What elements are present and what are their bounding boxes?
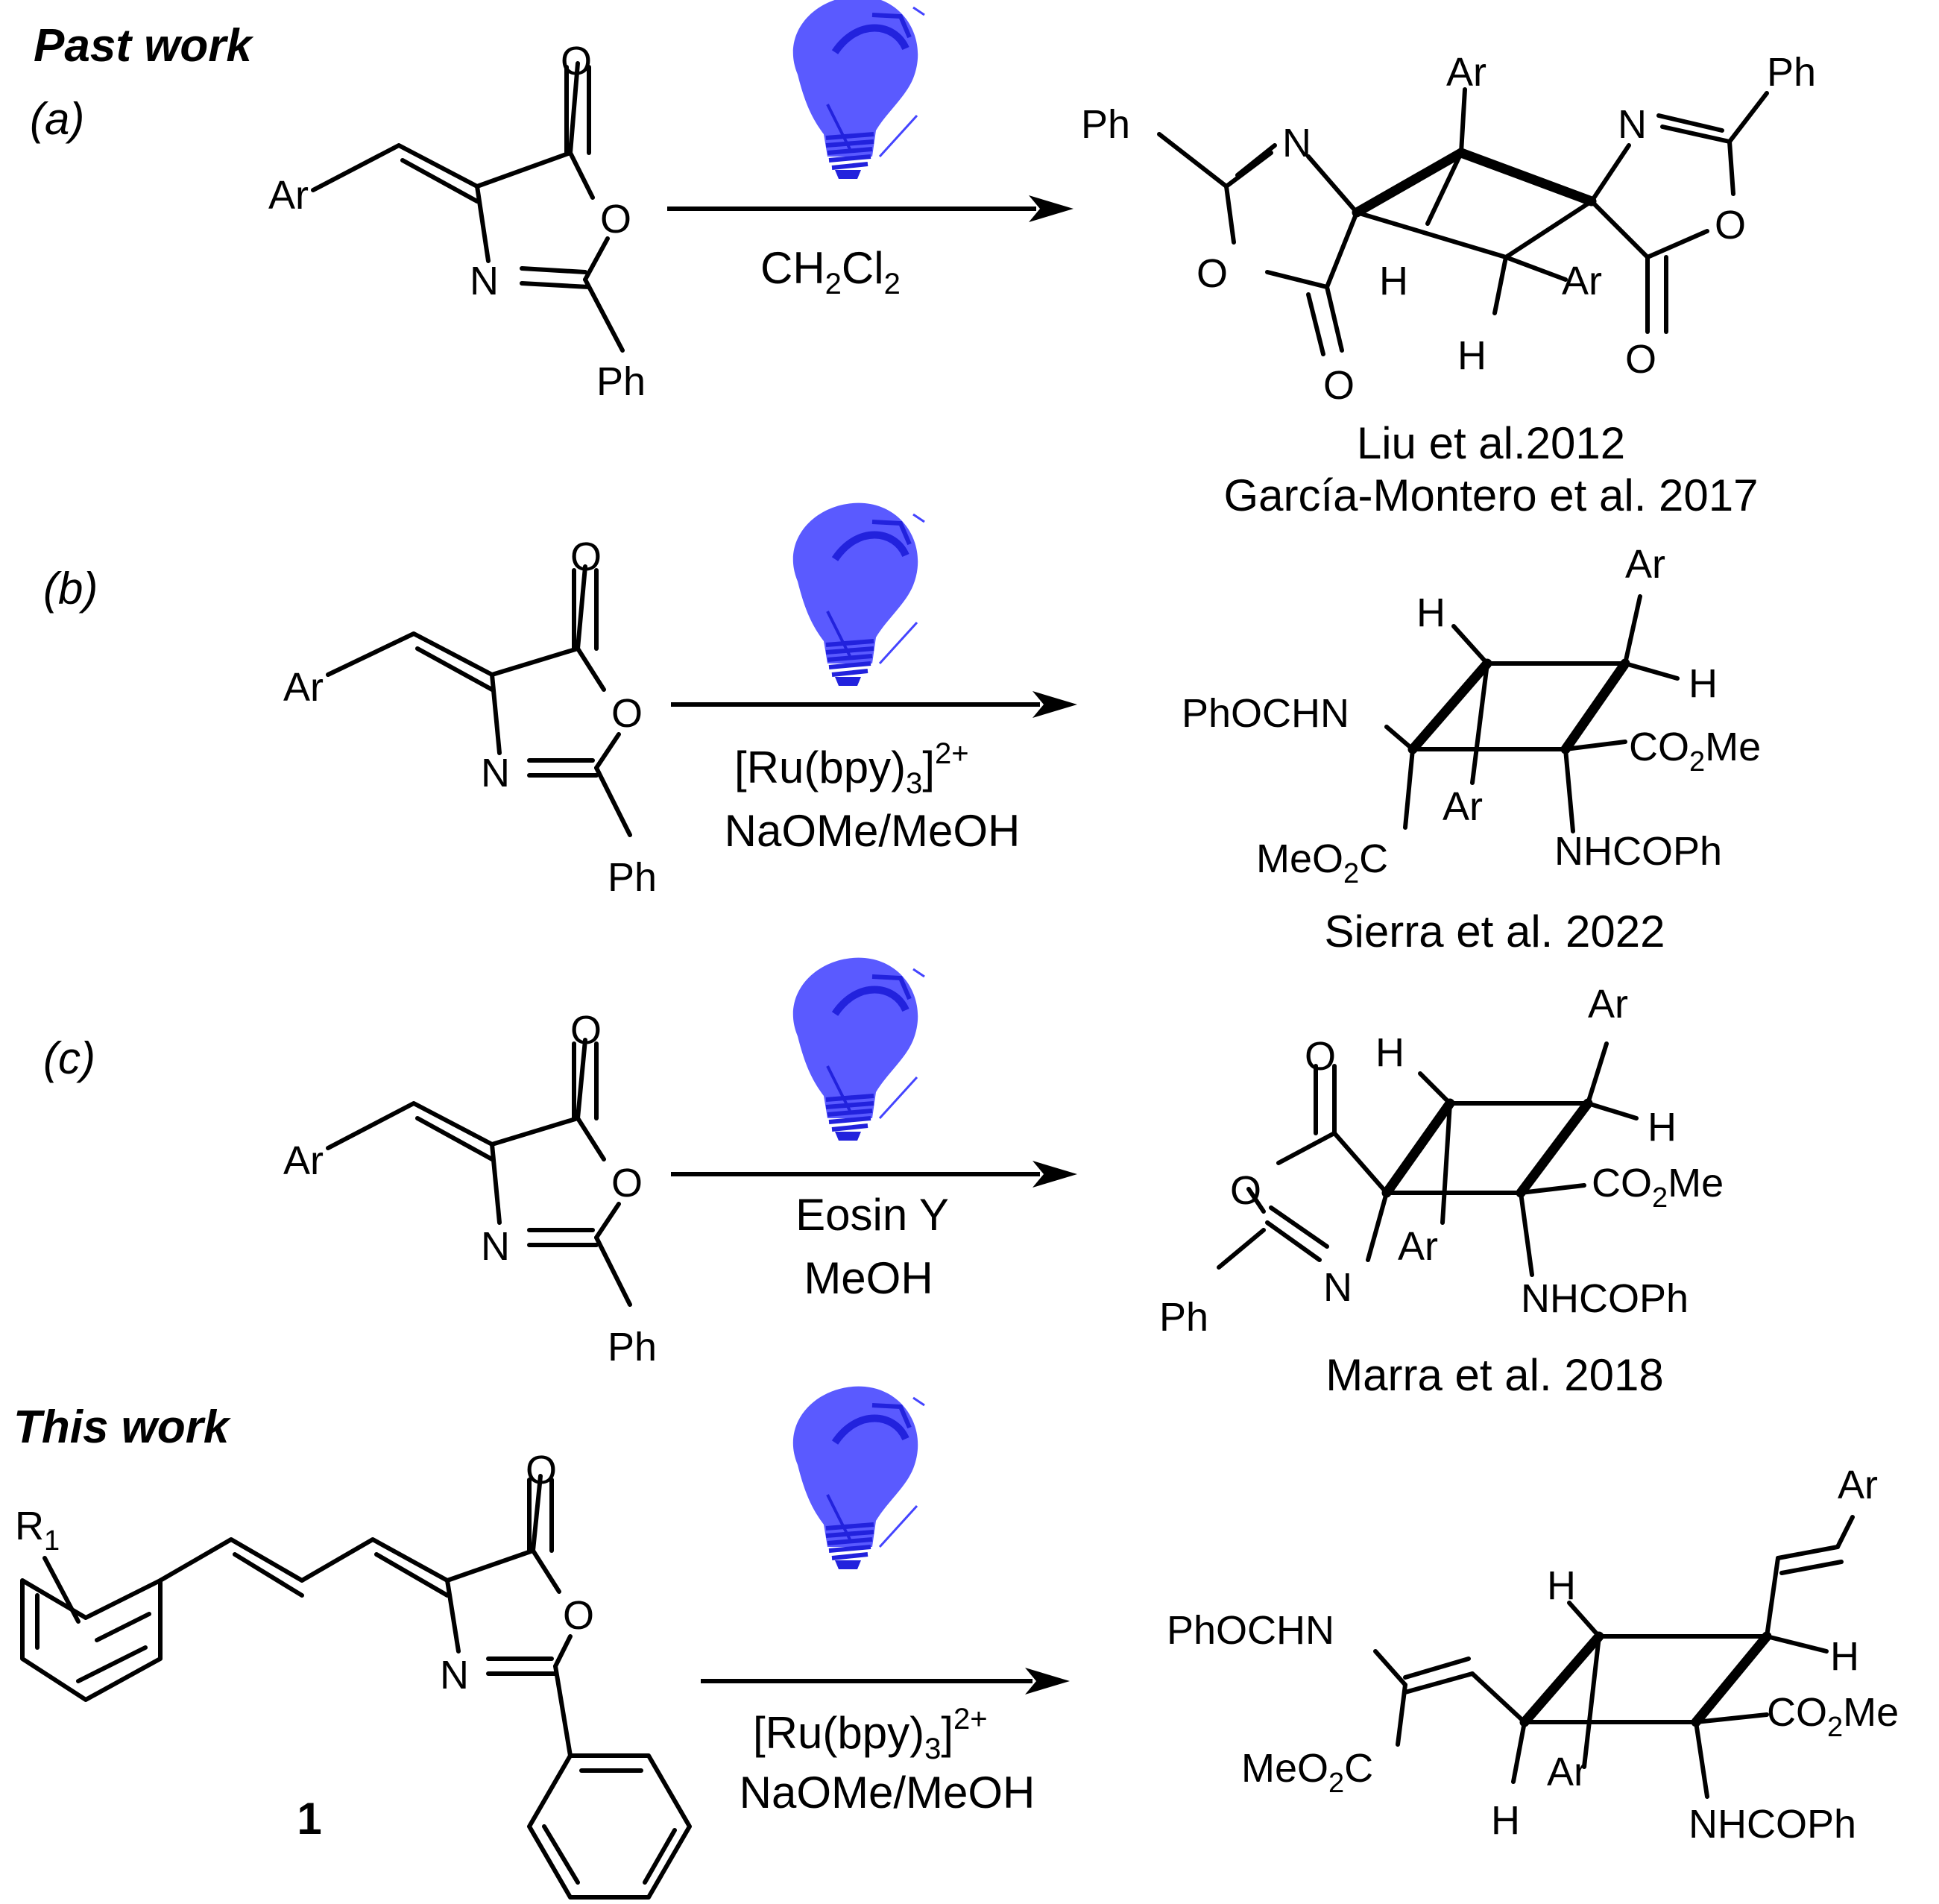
hydrogen-label: H	[1379, 259, 1408, 303]
hydrogen-label: H	[1375, 1030, 1404, 1075]
reaction-arrow-icon	[667, 195, 1073, 222]
ring-nitrogen-label: N	[481, 1224, 510, 1269]
phenyl-label: Ph	[608, 855, 657, 900]
aryl-label: Ar	[283, 1138, 324, 1183]
reference-c: Marra et al. 2018	[1325, 1350, 1664, 1400]
product-cyclobutane-a: Ph N O O Ar H H Ar N O O Ph	[1081, 50, 1816, 408]
ring-oxygen-label: O	[1196, 251, 1228, 296]
aryl-label: Ar	[1446, 50, 1486, 95]
hydrogen-label: H	[1491, 1798, 1520, 1843]
this-work-header: This work	[13, 1402, 232, 1453]
aryl-label: Ar	[1562, 259, 1602, 303]
past-work-header: Past work	[34, 20, 254, 72]
carbonyl-oxygen-label: O	[1625, 337, 1656, 382]
carbonyl-oxygen-label: O	[1323, 363, 1355, 408]
carbonyl-oxygen-label: O	[1305, 1034, 1336, 1079]
hydrogen-label: H	[1689, 661, 1718, 706]
product-cyclobutane-d: H Ar H PhOCHN CO2Me Ar MeO2C H NHCOPh	[1167, 1463, 1899, 1847]
ester-label: CO2Me	[1592, 1161, 1724, 1214]
benzamido-label: PhOCHN	[1167, 1608, 1334, 1653]
catalyst-b: [Ru(bpy)3]2+	[734, 737, 969, 800]
product-spiro-cyclobutane-c: O H O N Ph Ar H CO2Me Ar NHCOPh	[1159, 982, 1724, 1340]
phenyl-label: Ph	[596, 359, 646, 404]
ester-label: CO2Me	[1767, 1690, 1899, 1743]
aryl-label: Ar	[1838, 1463, 1878, 1507]
panel-label-b: (b)	[43, 564, 98, 614]
catalyst-c: Eosin Y	[795, 1190, 949, 1240]
ester-label: MeO2C	[1256, 836, 1388, 889]
aryl-label: Ar	[1625, 542, 1665, 587]
ring-oxygen-label: O	[611, 691, 643, 736]
ring-oxygen-label: O	[563, 1593, 594, 1638]
hydrogen-label: H	[1830, 1634, 1859, 1679]
benzamido-label: NHCOPh	[1554, 829, 1722, 874]
reference-b: Sierra et al. 2022	[1325, 907, 1665, 956]
carbonyl-oxygen-label: O	[570, 1008, 602, 1053]
base-b: NaOMe/MeOH	[725, 806, 1021, 856]
light-bulb-icon	[793, 958, 924, 1141]
reactant-oxazolone-a: Ar O O N Ph	[268, 39, 646, 404]
ring-oxygen-label: O	[611, 1161, 643, 1205]
carbonyl-oxygen-label: O	[561, 39, 592, 83]
solvent-c: MeOH	[804, 1253, 933, 1303]
aryl-label: Ar	[1588, 982, 1628, 1027]
ester-label: CO2Me	[1629, 725, 1761, 778]
light-bulb-icon	[793, 1387, 924, 1569]
carbonyl-oxygen-label: O	[526, 1448, 557, 1492]
phenyl-label: Ph	[608, 1325, 657, 1369]
base-d: NaOMe/MeOH	[740, 1768, 1035, 1818]
reaction-arrow-icon	[671, 691, 1077, 718]
r1-substituent-label: R1	[15, 1504, 60, 1557]
solvent-a: CH2Cl2	[760, 243, 901, 300]
hydrogen-label: H	[1547, 1563, 1576, 1608]
panel-label-c: (c)	[43, 1033, 95, 1083]
reactant-oxazolone-c: Ar O O N Ph	[283, 1008, 657, 1369]
ring-nitrogen-label: N	[1323, 1265, 1352, 1310]
light-bulb-icon	[793, 503, 924, 686]
aryl-label: Ar	[1398, 1224, 1438, 1269]
compound-number-label: 1	[297, 1794, 321, 1844]
catalyst-d: [Ru(bpy)3]2+	[753, 1703, 988, 1765]
aryl-label: Ar	[1443, 784, 1483, 829]
aryl-label: Ar	[268, 173, 309, 218]
ring-oxygen-label: O	[1715, 203, 1746, 248]
phenyl-label: Ph	[1159, 1295, 1208, 1340]
reactant-oxazolone-b: Ar O O N Ph	[283, 535, 657, 900]
phenyl-label: Ph	[1081, 102, 1130, 147]
benzamido-label: PhOCHN	[1182, 691, 1349, 736]
aryl-label: Ar	[283, 665, 324, 710]
reference-a2: García-Montero et al. 2017	[1223, 470, 1758, 520]
light-bulb-icon	[793, 0, 924, 179]
panel-label-a: (a)	[30, 94, 84, 144]
hydrogen-label: H	[1457, 333, 1486, 378]
carbonyl-oxygen-label: O	[570, 535, 602, 579]
ring-nitrogen-label: N	[470, 259, 499, 303]
hydrogen-label: H	[1648, 1105, 1677, 1150]
ester-label: MeO2C	[1241, 1746, 1373, 1799]
nitrogen-label: N	[1618, 102, 1647, 147]
reaction-arrow-icon	[701, 1668, 1070, 1695]
reference-a1: Liu et al.2012	[1357, 418, 1625, 468]
reactant-diene-oxazolone-1: R1 O O N	[15, 1448, 692, 1900]
hydrogen-label: H	[1416, 590, 1445, 635]
nitrogen-label: N	[1282, 121, 1311, 166]
product-cyclobutane-b: H Ar H PhOCHN CO2Me Ar MeO2C NHCOPh	[1182, 542, 1761, 889]
reaction-arrow-icon	[671, 1161, 1077, 1188]
ring-nitrogen-label: N	[440, 1653, 469, 1697]
phenyl-label: Ph	[1767, 50, 1816, 95]
aryl-label: Ar	[1547, 1750, 1587, 1794]
ring-oxygen-label: O	[600, 197, 631, 242]
ring-oxygen-label: O	[1230, 1168, 1261, 1213]
benzamido-label: NHCOPh	[1521, 1276, 1689, 1321]
ring-nitrogen-label: N	[481, 751, 510, 795]
benzamido-label: NHCOPh	[1689, 1802, 1856, 1847]
